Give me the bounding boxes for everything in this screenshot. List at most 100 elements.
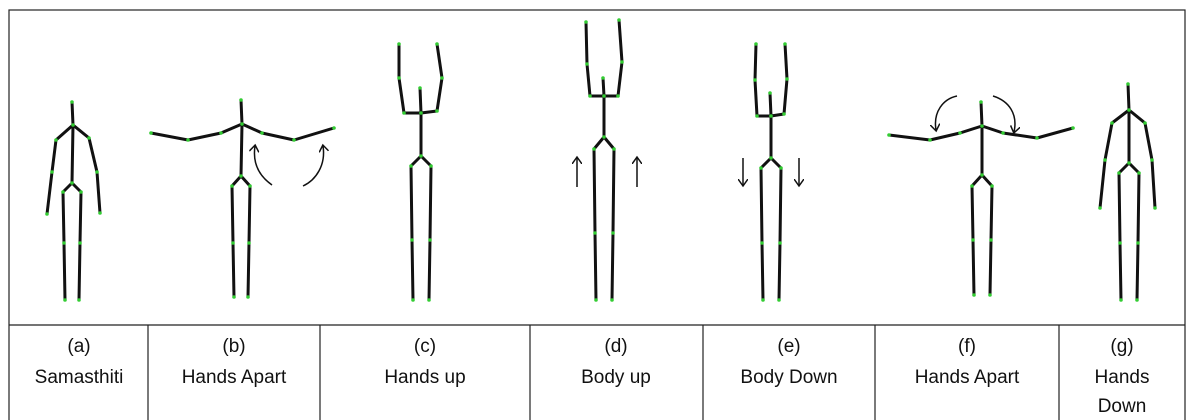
bone-line xyxy=(399,78,404,113)
bone-line xyxy=(761,158,771,168)
joint-dot xyxy=(1127,108,1131,112)
bone-line xyxy=(1128,84,1129,110)
panel-d-letter: (d) xyxy=(604,336,627,357)
bone-line xyxy=(1120,243,1121,300)
bone-line xyxy=(1129,110,1145,123)
panel-b-letter: (b) xyxy=(222,336,245,357)
joint-dot xyxy=(584,20,588,24)
joint-dot xyxy=(427,298,431,302)
joint-dot xyxy=(246,295,250,299)
joint-dot xyxy=(240,122,244,126)
panel-f-letter: (f) xyxy=(958,336,976,357)
joint-dot xyxy=(239,174,243,178)
curved-down-arrow-icon xyxy=(993,96,1015,132)
curved-up-arrow-icon xyxy=(254,146,272,185)
joint-dot xyxy=(779,166,783,170)
bone-line xyxy=(437,78,442,111)
bone-line xyxy=(47,172,52,214)
joint-dot xyxy=(980,124,984,128)
bone-line xyxy=(1119,163,1129,173)
joint-dot xyxy=(1098,206,1102,210)
joint-dot xyxy=(617,18,621,22)
bone-line xyxy=(241,124,242,176)
joint-dot xyxy=(1126,82,1130,86)
joint-dot xyxy=(990,184,994,188)
joint-dot xyxy=(409,164,413,168)
bone-line xyxy=(619,20,622,62)
panel-a-title: Samasthiti xyxy=(35,367,124,388)
joint-dot xyxy=(759,166,763,170)
joint-dot xyxy=(70,100,74,104)
bone-line xyxy=(221,124,242,133)
joint-dot xyxy=(419,154,423,158)
bone-line xyxy=(586,22,587,64)
table-frame xyxy=(9,10,1185,420)
bone-line xyxy=(411,156,421,166)
joint-dot xyxy=(980,173,984,177)
bone-line xyxy=(779,243,780,300)
bone-line xyxy=(232,176,241,186)
joint-dot xyxy=(769,156,773,160)
joint-dot xyxy=(761,298,765,302)
joint-dot xyxy=(785,77,789,81)
joint-dot xyxy=(616,94,620,98)
joint-dot xyxy=(602,135,606,139)
bone-line xyxy=(973,240,974,295)
panel-b-title: Hands Apart xyxy=(182,367,287,388)
joint-dot xyxy=(592,147,596,151)
joint-dot xyxy=(1119,298,1123,302)
joint-dot xyxy=(1071,126,1075,130)
bone-line xyxy=(972,186,973,240)
bone-line xyxy=(1003,133,1037,138)
joint-dot xyxy=(435,109,439,113)
bone-line xyxy=(755,80,757,116)
joint-dot xyxy=(1001,131,1005,135)
bone-line xyxy=(248,243,249,297)
bone-line xyxy=(429,240,430,300)
joint-dot xyxy=(1153,206,1157,210)
panel-g-title-line2: Down xyxy=(1098,396,1147,417)
bone-line xyxy=(233,243,234,297)
pose-g-hands-down-figure xyxy=(1098,82,1157,302)
bone-line xyxy=(242,124,262,133)
joint-dot xyxy=(95,170,99,174)
pose-f-hands-apart-figure xyxy=(887,100,1075,297)
bone-line xyxy=(421,111,437,113)
joint-dot xyxy=(610,298,614,302)
joint-dot xyxy=(402,111,406,115)
bone-line xyxy=(612,233,613,300)
curved-down-arrow-icon xyxy=(935,96,957,130)
joint-dot xyxy=(1136,241,1140,245)
panel-labels: (a) Samasthiti (b) Hands Apart (c) Hands… xyxy=(35,336,1150,417)
bone-line xyxy=(1112,110,1129,123)
panel-g-title-line1: Hands xyxy=(1095,367,1150,388)
joint-dot xyxy=(783,42,787,46)
bone-line xyxy=(603,78,604,96)
bone-line xyxy=(97,172,100,213)
joint-dot xyxy=(601,76,605,80)
panel-e-title: Body Down xyxy=(740,367,837,388)
bone-line xyxy=(990,240,991,295)
joint-dot xyxy=(887,133,891,137)
joint-dot xyxy=(970,184,974,188)
bone-line xyxy=(755,44,756,80)
bone-line xyxy=(981,102,982,126)
joint-dot xyxy=(972,293,976,297)
bone-line xyxy=(761,168,762,243)
joint-dot xyxy=(98,211,102,215)
joint-dot xyxy=(429,164,433,168)
joint-dot xyxy=(1150,158,1154,162)
bone-line xyxy=(262,133,294,140)
bone-line xyxy=(1105,123,1112,160)
panel-c-title: Hands up xyxy=(384,367,465,388)
bone-line xyxy=(1119,173,1120,243)
bone-line xyxy=(604,137,614,149)
curved-up-arrow-icon xyxy=(303,146,324,186)
joint-dot xyxy=(248,184,252,188)
bone-line xyxy=(889,135,930,140)
joint-dot xyxy=(971,238,975,242)
joint-dot xyxy=(1135,298,1139,302)
panel-e-letter: (e) xyxy=(777,336,800,357)
bone-line xyxy=(421,156,431,166)
joint-dot xyxy=(87,136,91,140)
